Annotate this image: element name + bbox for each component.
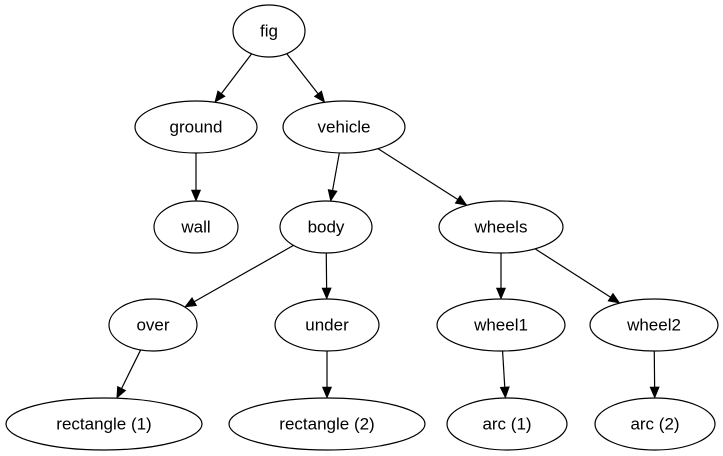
node-ellipse[interactable] xyxy=(282,100,406,154)
node-label: fig xyxy=(260,21,278,40)
node-ellipse[interactable] xyxy=(153,200,239,254)
edge-line xyxy=(332,152,340,191)
node-label: vehicle xyxy=(318,117,371,136)
edge-vehicle-to-body xyxy=(327,152,340,202)
arrowhead-icon xyxy=(495,287,507,300)
arrowhead-icon xyxy=(454,194,468,206)
node-label: over xyxy=(136,315,169,334)
edge-under-to-rectangle2 xyxy=(321,351,333,399)
node-ellipse[interactable] xyxy=(5,397,203,451)
node-label: rectangle (2) xyxy=(279,414,374,433)
edge-line xyxy=(194,244,294,303)
nodes-layer: fig ground vehicle wall body wheels over under w… xyxy=(5,4,719,451)
node-wheel2[interactable]: wheel2 xyxy=(589,298,719,352)
edge-line xyxy=(286,53,319,95)
arrowhead-icon xyxy=(327,189,338,202)
node-wall[interactable]: wall xyxy=(153,200,239,254)
node-wheels[interactable]: wheels xyxy=(438,200,564,254)
node-label: body xyxy=(308,217,345,236)
node-label: rectangle (1) xyxy=(56,414,151,433)
edge-body-to-over xyxy=(184,244,294,308)
arrowhead-icon xyxy=(321,287,332,300)
node-ellipse[interactable] xyxy=(438,200,564,254)
arrowhead-icon xyxy=(313,90,326,103)
edge-line xyxy=(501,350,506,388)
edge-over-to-rectangle1 xyxy=(116,349,142,399)
node-label: wheel2 xyxy=(626,315,681,334)
arrowhead-icon xyxy=(499,386,510,399)
arrowhead-icon xyxy=(321,386,333,399)
edge-line xyxy=(534,248,611,298)
node-under[interactable]: under xyxy=(274,298,380,352)
node-over[interactable]: over xyxy=(108,298,198,352)
node-arc1[interactable]: arc (1) xyxy=(446,397,568,451)
edge-line xyxy=(377,148,458,200)
node-ellipse[interactable] xyxy=(108,298,198,352)
edge-wheels-to-wheel2 xyxy=(534,248,621,304)
node-fig[interactable]: fig xyxy=(232,4,306,58)
node-ellipse[interactable] xyxy=(446,397,568,451)
node-ellipse[interactable] xyxy=(589,298,719,352)
node-ground[interactable]: ground xyxy=(134,100,258,154)
node-ellipse[interactable] xyxy=(274,298,380,352)
edge-fig-to-ground xyxy=(214,53,253,103)
edge-ground-to-wall xyxy=(190,153,202,202)
node-rectangle2[interactable]: rectangle (2) xyxy=(228,397,426,451)
node-vehicle[interactable]: vehicle xyxy=(282,100,406,154)
edge-wheel1-to-arc1 xyxy=(499,350,510,399)
edge-wheels-to-wheel1 xyxy=(495,253,507,300)
node-label: wheels xyxy=(474,217,528,236)
arrowhead-icon xyxy=(184,297,198,308)
edge-wheel2-to-arc2 xyxy=(649,350,660,399)
node-ellipse[interactable] xyxy=(228,397,426,451)
node-label: wheel1 xyxy=(473,315,528,334)
node-ellipse[interactable] xyxy=(232,4,306,58)
node-label: wall xyxy=(180,217,210,236)
node-rectangle1[interactable]: rectangle (1) xyxy=(5,397,203,451)
node-arc2[interactable]: arc (2) xyxy=(594,397,716,451)
edge-line xyxy=(121,349,142,389)
node-ellipse[interactable] xyxy=(279,200,373,254)
edge-body-to-under xyxy=(321,252,332,300)
edge-fig-to-vehicle xyxy=(286,53,326,103)
node-ellipse[interactable] xyxy=(594,397,716,451)
node-label: arc (2) xyxy=(630,414,679,433)
arrowhead-icon xyxy=(214,90,226,103)
node-ellipse[interactable] xyxy=(134,100,258,154)
edge-vehicle-to-wheels xyxy=(377,148,468,206)
arrowhead-icon xyxy=(649,386,660,399)
edge-line xyxy=(220,53,253,94)
arrowhead-icon xyxy=(607,292,621,304)
node-ellipse[interactable] xyxy=(436,298,566,352)
edges-layer xyxy=(116,53,660,399)
node-wheel1[interactable]: wheel1 xyxy=(436,298,566,352)
arrowhead-icon xyxy=(116,385,127,399)
node-label: under xyxy=(305,315,349,334)
node-label: ground xyxy=(170,117,223,136)
node-body[interactable]: body xyxy=(279,200,373,254)
arrowhead-icon xyxy=(190,189,202,202)
node-label: arc (1) xyxy=(482,414,531,433)
